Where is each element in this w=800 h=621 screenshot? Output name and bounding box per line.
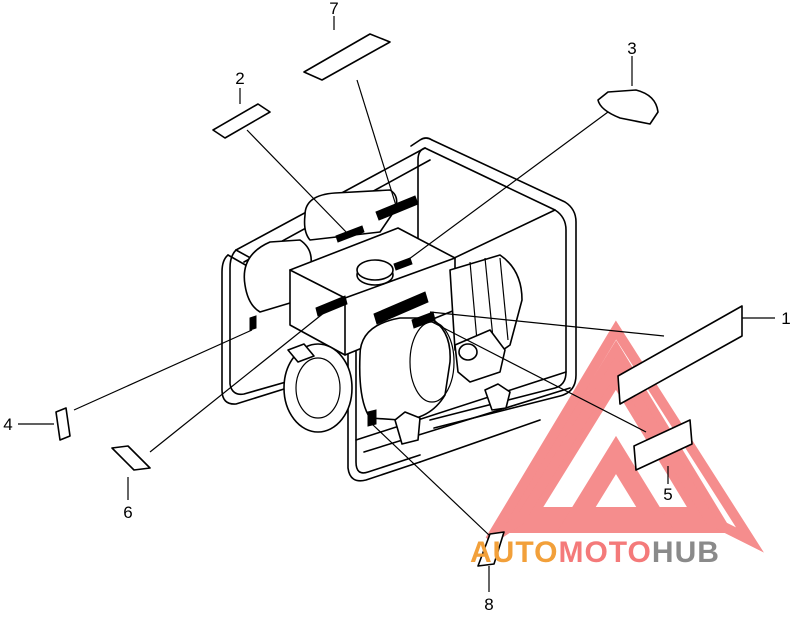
leader-lines	[18, 16, 775, 592]
watermark-text: AUTOMOTOHUB	[470, 536, 720, 569]
watermark-auto: AUTO	[470, 536, 558, 569]
watermark-logo	[485, 320, 764, 553]
callout-7: 7	[329, 0, 338, 18]
decal-4	[55, 407, 71, 441]
decal-5	[633, 419, 693, 471]
decal-2	[212, 103, 271, 139]
decal-3	[597, 89, 659, 125]
callout-3: 3	[627, 39, 636, 58]
callout-6: 6	[123, 503, 132, 522]
callout-1: 1	[781, 309, 790, 328]
callout-4: 4	[3, 415, 12, 434]
decal-1	[617, 305, 743, 405]
watermark-moto: MOTO	[558, 536, 651, 569]
callout-labels: 1 2 3 4 5 6 7 8	[3, 0, 790, 614]
decal-8	[477, 531, 505, 567]
pump-body	[243, 189, 523, 445]
decal-6	[111, 445, 151, 471]
watermark-hub: HUB	[652, 536, 720, 569]
svg-text:AUTOMOTOHUB: AUTOMOTOHUB	[470, 536, 720, 569]
decal-7	[303, 33, 391, 81]
decal-positions	[249, 195, 436, 427]
callout-2: 2	[235, 69, 244, 88]
callout-8: 8	[484, 595, 493, 614]
callout-5: 5	[663, 485, 672, 504]
